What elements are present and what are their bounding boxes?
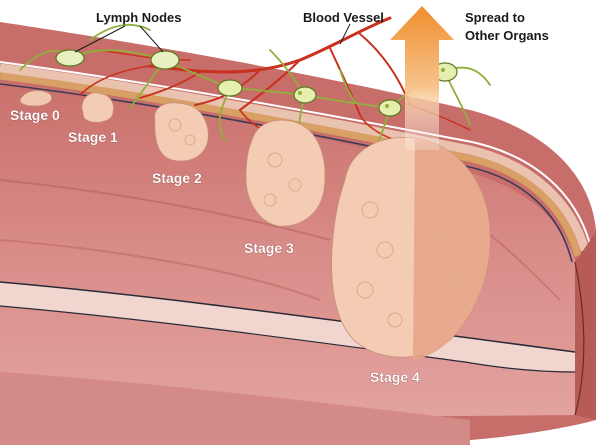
texture-bump — [430, 220, 450, 240]
label-stage-0: Stage 0 — [10, 107, 60, 123]
label-spread-line2: Other Organs — [465, 28, 549, 43]
lymph-vessel — [339, 69, 356, 103]
label-stage-4: Stage 4 — [370, 369, 420, 385]
bottom-outer-wall — [0, 372, 470, 445]
lymph-node — [293, 86, 317, 104]
vessel-pointer — [339, 23, 351, 45]
label-stage-3: Stage 3 — [244, 240, 294, 256]
texture-bump — [263, 193, 277, 207]
texture-bump — [356, 281, 374, 299]
texture-bump — [422, 172, 438, 188]
lymph-node — [217, 79, 243, 97]
texture-bump — [446, 271, 464, 289]
texture-bump — [184, 134, 196, 146]
vessel-branch — [99, 49, 191, 61]
lymph-pointer — [74, 25, 126, 53]
vessel-branch — [79, 65, 151, 96]
tumor-stage-1 — [81, 92, 114, 123]
label-stage-2: Stage 2 — [152, 170, 202, 186]
colon-cut-end-outline — [574, 261, 585, 416]
lymph-node-dot — [441, 68, 445, 72]
spread-arrow — [390, 6, 454, 150]
label-spread-line1: Spread to — [465, 10, 525, 25]
label-lymph-nodes: Lymph Nodes — [96, 10, 181, 25]
vessel-branch — [139, 71, 201, 99]
label-blood-vessel: Blood Vessel — [303, 10, 384, 25]
texture-bump — [267, 152, 283, 168]
lymph-node-dot — [385, 104, 389, 108]
colon-fold — [0, 179, 331, 241]
lymph-node — [150, 50, 180, 70]
label-pointers — [74, 23, 351, 53]
texture-bump — [288, 178, 302, 192]
colon-cut-end — [575, 232, 596, 420]
mucosa-band — [0, 63, 590, 252]
tumor-stage-0 — [19, 90, 52, 107]
lymph-pointer — [139, 25, 164, 53]
colon-fold — [0, 239, 321, 301]
lymph-node-dot — [298, 91, 302, 95]
vessel-main — [148, 16, 392, 74]
vessel-branch — [238, 58, 302, 112]
tumor-stage-2 — [154, 102, 209, 162]
texture-bump — [376, 241, 394, 259]
label-stage-1: Stage 1 — [68, 129, 118, 145]
lymph-node — [55, 49, 85, 67]
tumors — [19, 90, 491, 360]
texture-bump — [387, 312, 403, 328]
texture-bump — [361, 201, 379, 219]
texture-bump — [168, 118, 182, 132]
lymph-vessel — [89, 23, 151, 41]
vessel-branch — [329, 47, 361, 116]
tumor-texture — [168, 118, 464, 328]
tumor-stage-4-cut-face — [413, 138, 491, 360]
lymph-node — [378, 99, 402, 117]
tumor-stage-3 — [245, 119, 326, 227]
